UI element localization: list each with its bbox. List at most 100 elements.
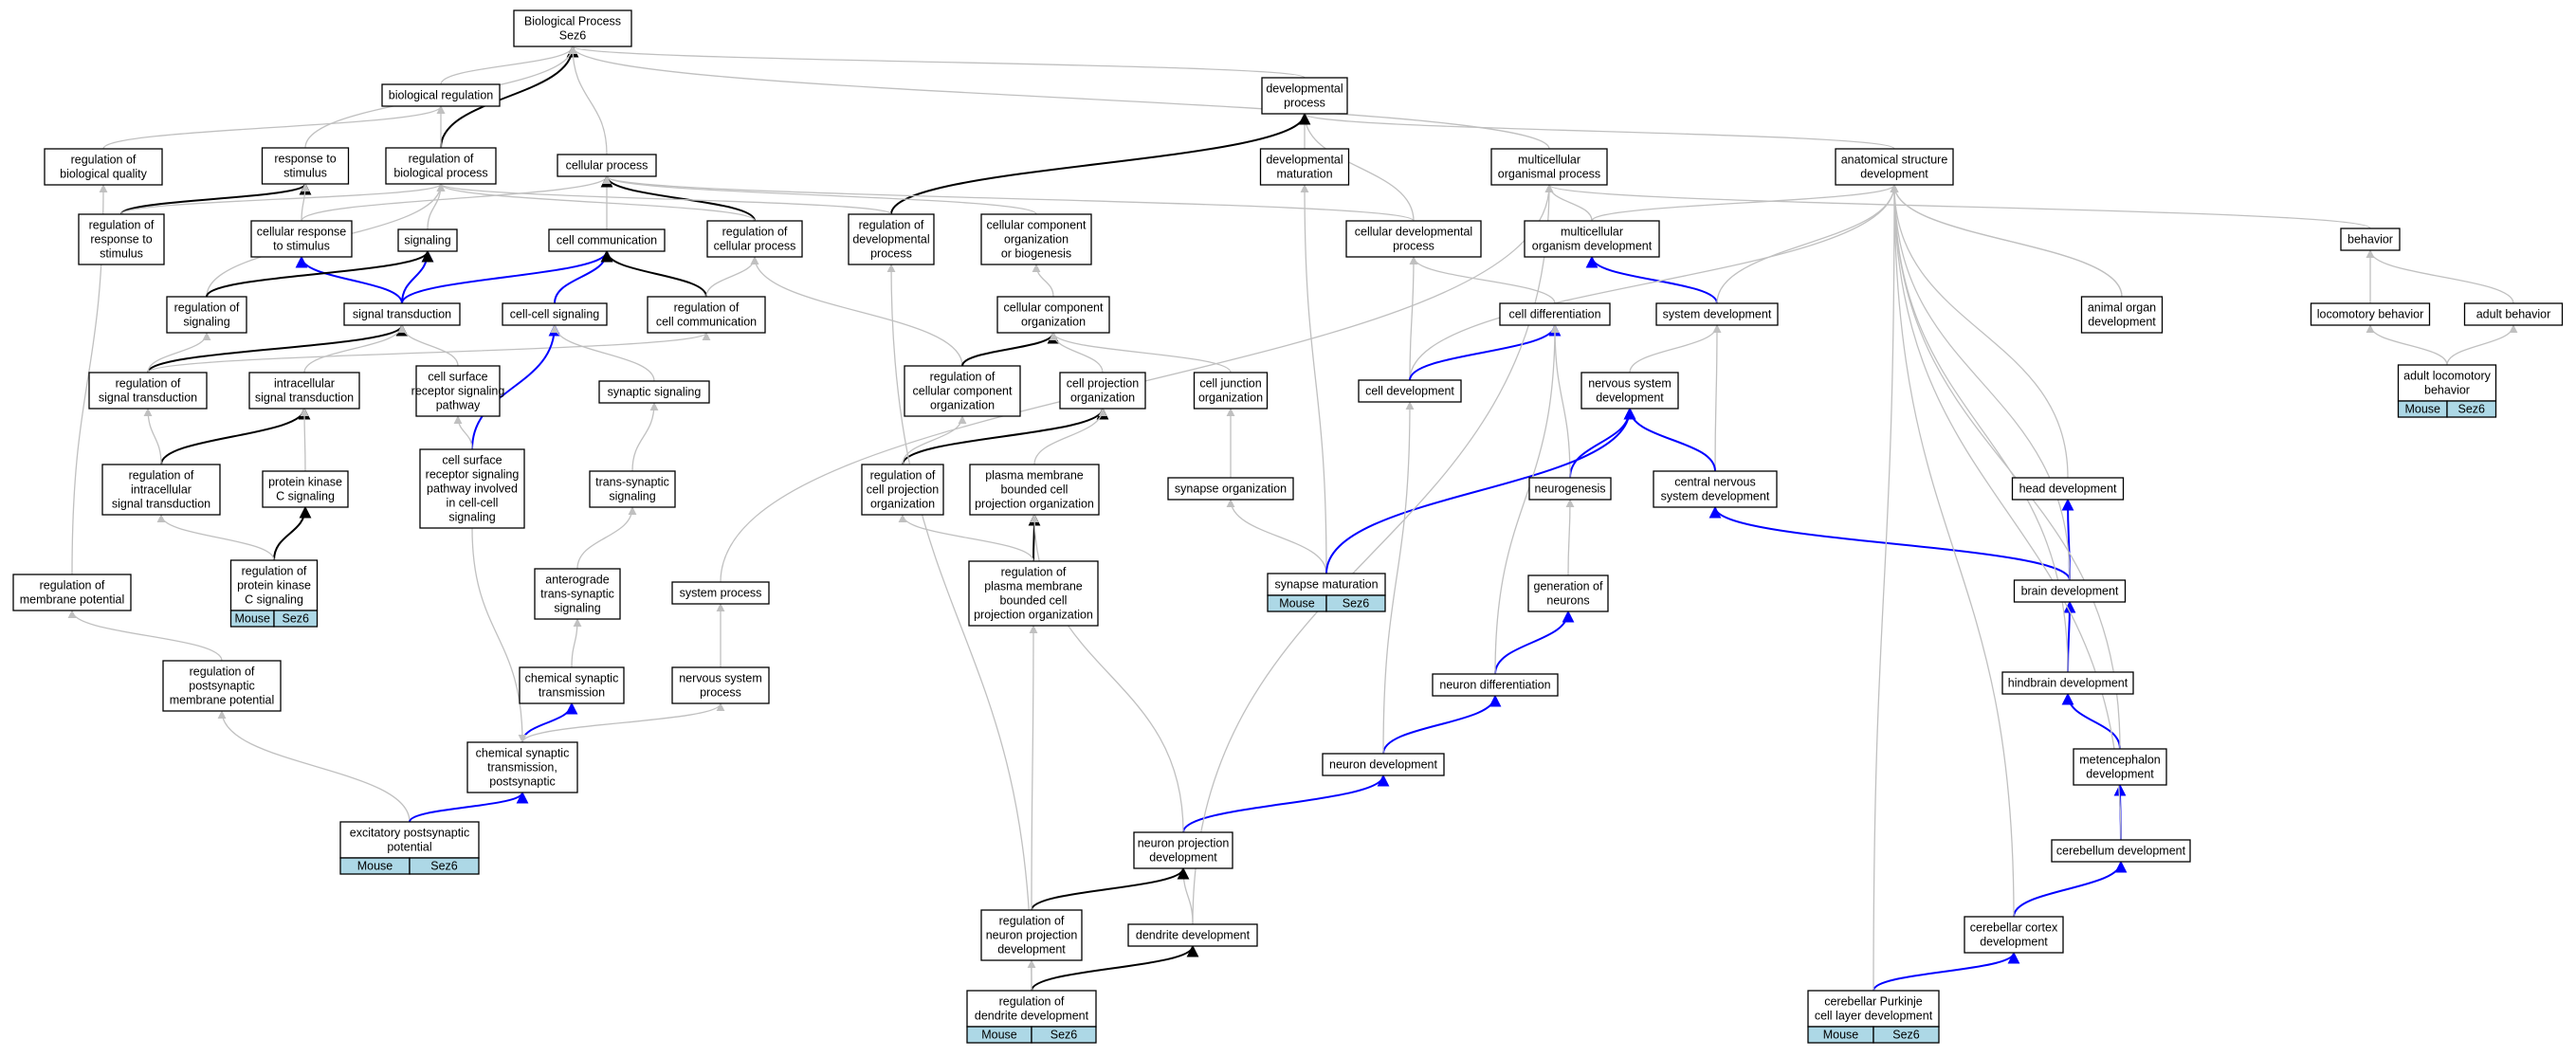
node-ndiff[interactable]: neuron differentiation xyxy=(1432,673,1559,697)
node-hbdev[interactable]: hindbrain development xyxy=(2001,671,2134,695)
node-label-line: stimulus xyxy=(100,247,143,261)
node-behav[interactable]: behavior xyxy=(2340,228,2401,251)
node-syno[interactable]: synapse organization xyxy=(1167,477,1294,501)
node-box xyxy=(513,9,632,47)
edge-rdp-devproc xyxy=(890,112,1311,215)
node-label-line: cellular response xyxy=(257,226,347,239)
node-ccs[interactable]: cell-cell signaling xyxy=(502,302,608,326)
node-box xyxy=(548,228,666,252)
node-ddev[interactable]: dendrite development xyxy=(1127,923,1258,947)
node-breg[interactable]: biological regulation xyxy=(381,83,501,107)
node-synsig[interactable]: synaptic signaling xyxy=(598,380,710,404)
node-label-line: organization xyxy=(930,399,995,412)
node-box xyxy=(1193,372,1269,410)
node-box xyxy=(1524,220,1660,258)
annotation-cell xyxy=(1031,1026,1097,1044)
node-label-line: potential xyxy=(387,841,431,854)
node-box xyxy=(848,213,935,265)
node-braindev[interactable]: brain development xyxy=(2013,579,2127,603)
node-cbdev[interactable]: cerebellum development xyxy=(2051,839,2191,863)
node-locb[interactable]: locomotory behavior xyxy=(2310,302,2431,326)
edge-breg-bp xyxy=(440,46,577,85)
edge-pkc-ist xyxy=(300,408,309,472)
node-box xyxy=(671,581,770,605)
node-cellproc[interactable]: cellular process xyxy=(557,154,657,177)
node-label-line: neuron development xyxy=(1329,758,1437,772)
edge-rcpo-rcco xyxy=(902,415,967,465)
node-ndev[interactable]: neuron development xyxy=(1322,753,1445,776)
node-sysproc[interactable]: system process xyxy=(671,581,770,605)
node-cc[interactable]: cell communication xyxy=(548,228,666,252)
node-box xyxy=(229,559,319,611)
edge-ccdev-cbdev xyxy=(2013,860,2128,918)
node-label-line: cell communication xyxy=(557,234,657,247)
edge-ddev-mop xyxy=(1192,184,1554,925)
node-cstp[interactable]: chemical synaptictransmission,postsynapt… xyxy=(466,741,578,793)
node-adb[interactable]: adult behavior xyxy=(2463,302,2564,326)
node-sysdev[interactable]: system development xyxy=(1655,302,1779,326)
node-cdiff[interactable]: cell differentiation xyxy=(1499,302,1611,326)
node-box xyxy=(1261,77,1348,115)
edge-rcp-rbp xyxy=(436,183,756,222)
edge-rpmp-rmp xyxy=(67,610,223,662)
node-celldev[interactable]: cell development xyxy=(1358,379,1462,403)
edge-rdd-ddev xyxy=(1031,944,1199,992)
node-box xyxy=(343,302,461,326)
node-neurog[interactable]: neurogenesis xyxy=(1528,477,1612,501)
node-sig[interactable]: signaling xyxy=(397,228,458,252)
node-st[interactable]: signal transduction xyxy=(343,302,461,326)
node-label-line: cell projection xyxy=(1067,377,1139,391)
node-headdev[interactable]: head development xyxy=(2011,477,2125,501)
